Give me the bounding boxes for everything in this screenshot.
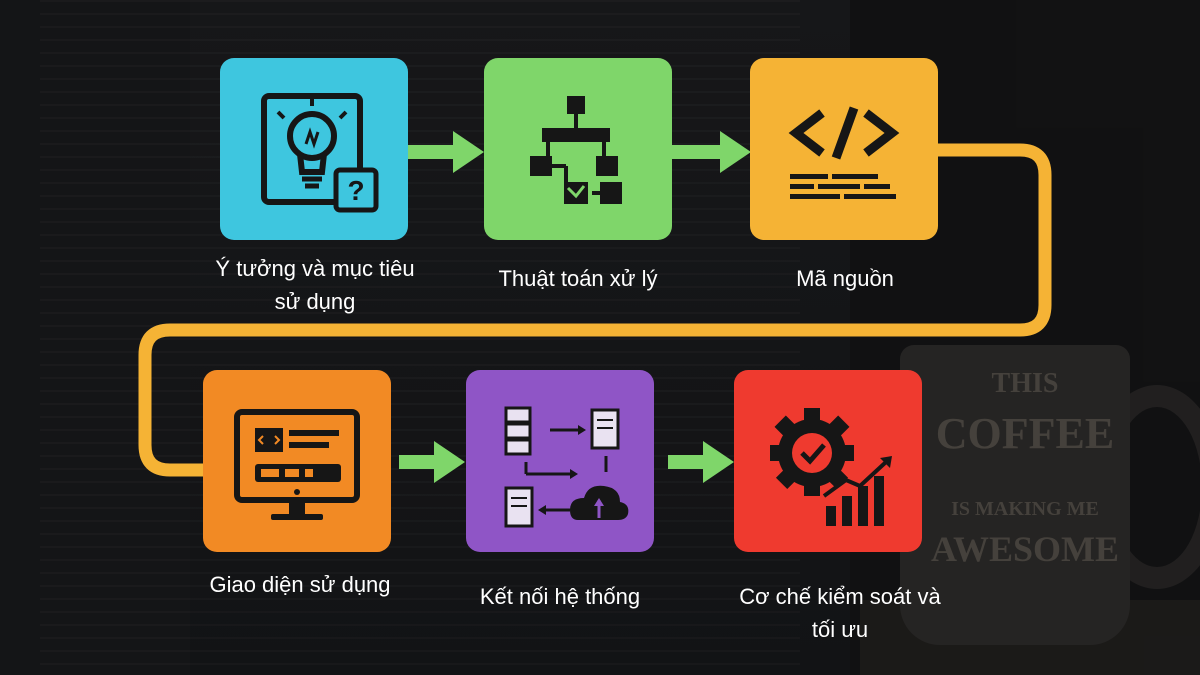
- step-label-interface: Giao diện sử dụng: [209, 572, 391, 597]
- arrow-2-3: [672, 131, 751, 173]
- step-label-algorithm: Thuật toán xử lý: [498, 266, 658, 291]
- flowchart-icon: [530, 96, 622, 204]
- step-box-interface: [203, 370, 391, 552]
- arrow-5-6: [668, 441, 734, 483]
- connector-path: [138, 143, 1052, 477]
- code-editor-lines: [40, 0, 800, 675]
- mug-text-line-1: THIS: [991, 368, 1059, 399]
- step-label-system-connection: Kết nối hệ thống: [479, 584, 641, 609]
- mug-text-line-2: COFFEE: [935, 409, 1115, 458]
- step-label-idea-line-1: Ý tưởng và mục tiêu: [215, 256, 415, 281]
- step-label-source-code: Mã nguồn: [796, 266, 894, 291]
- step-box-algorithm: [484, 58, 672, 240]
- step-label-idea: Ý tưởng và mục tiêu sử dụng: [175, 252, 455, 318]
- step-label-control-optimization: Cơ chế kiểm soát và tối ưu: [700, 580, 980, 646]
- coffee-mug: [900, 345, 1130, 645]
- mug-text-line-4: AWESOME: [930, 529, 1120, 569]
- step-box-control-optimization: [734, 370, 922, 552]
- svg-text:?: ?: [347, 175, 364, 206]
- lightbulb-question-icon: ?: [261, 93, 379, 213]
- step-label-idea-line-2: sử dụng: [274, 289, 356, 314]
- step-label-control-optimization-line-2: tối ưu: [811, 617, 869, 642]
- mug-text-line-3: IS MAKING ME: [951, 498, 1099, 520]
- arrow-4-5: [399, 441, 465, 483]
- gear-growth-icon: [770, 408, 892, 526]
- step-label-control-optimization-line-1: Cơ chế kiểm soát và: [739, 584, 941, 609]
- step-box-source-code: [750, 58, 938, 240]
- monitor-ui-icon: [234, 409, 360, 520]
- step-box-idea: ?: [220, 58, 408, 240]
- arrow-1-2: [405, 131, 484, 173]
- code-icon: [788, 106, 900, 199]
- server-network-icon: [504, 406, 629, 528]
- step-box-system-connection: [466, 370, 654, 552]
